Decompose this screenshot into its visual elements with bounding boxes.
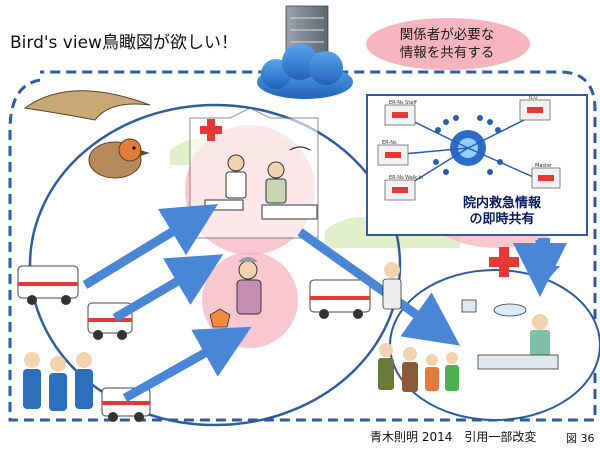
surgery-scene bbox=[461, 299, 559, 370]
page-title: Bird's view鳥瞰図が欲しい！ bbox=[10, 33, 238, 53]
inset-label-er-ns: ER-Ns bbox=[382, 140, 397, 146]
figure-number: 図 36 bbox=[566, 432, 595, 445]
network-inset-panel bbox=[366, 94, 588, 284]
realtime-info-label: 院内救急情報 の即時共有 bbox=[432, 196, 572, 228]
surgical-lamp-icon bbox=[289, 146, 311, 151]
desk bbox=[204, 199, 244, 211]
inset-label-walk-in: ER-Ns Walk in bbox=[389, 175, 423, 181]
ambulance-1 bbox=[17, 265, 79, 305]
shared-info-label: 関係者が必要な 情報を共有する bbox=[372, 26, 522, 62]
inset-label-icu: ICU bbox=[529, 95, 538, 101]
cloud-icon bbox=[257, 44, 353, 99]
citation-credit: 青木則明 2014 引用一部改変 bbox=[370, 430, 537, 444]
shared-info-line-1: 関係者が必要な bbox=[399, 27, 495, 43]
exam-bed bbox=[261, 204, 318, 220]
inset-arrow-down bbox=[528, 238, 560, 284]
ambulance-4 bbox=[309, 279, 371, 319]
patient-figure bbox=[265, 161, 287, 204]
inset-label-master: Master bbox=[535, 163, 553, 169]
bird-illustration bbox=[23, 90, 151, 179]
inset-label-staff: ER-Ns Staff bbox=[389, 100, 417, 106]
paramedic-team bbox=[23, 352, 93, 411]
hospital-ellipse bbox=[389, 269, 600, 421]
hospital-cross-icon bbox=[489, 247, 519, 277]
bag-icon bbox=[209, 308, 231, 328]
elderly-patient-figure bbox=[236, 257, 262, 315]
realtime-info-line-2: の即時共有 bbox=[469, 212, 535, 227]
shared-info-bubble bbox=[366, 18, 530, 70]
shared-info-line-2: 情報を共有する bbox=[399, 45, 495, 61]
outer-dashed-boundary bbox=[8, 70, 597, 422]
waiting-patients bbox=[378, 262, 459, 392]
realtime-info-line-1: 院内救急情報 bbox=[462, 196, 541, 211]
doctor-figure bbox=[225, 154, 247, 199]
community-ellipse bbox=[28, 103, 402, 427]
